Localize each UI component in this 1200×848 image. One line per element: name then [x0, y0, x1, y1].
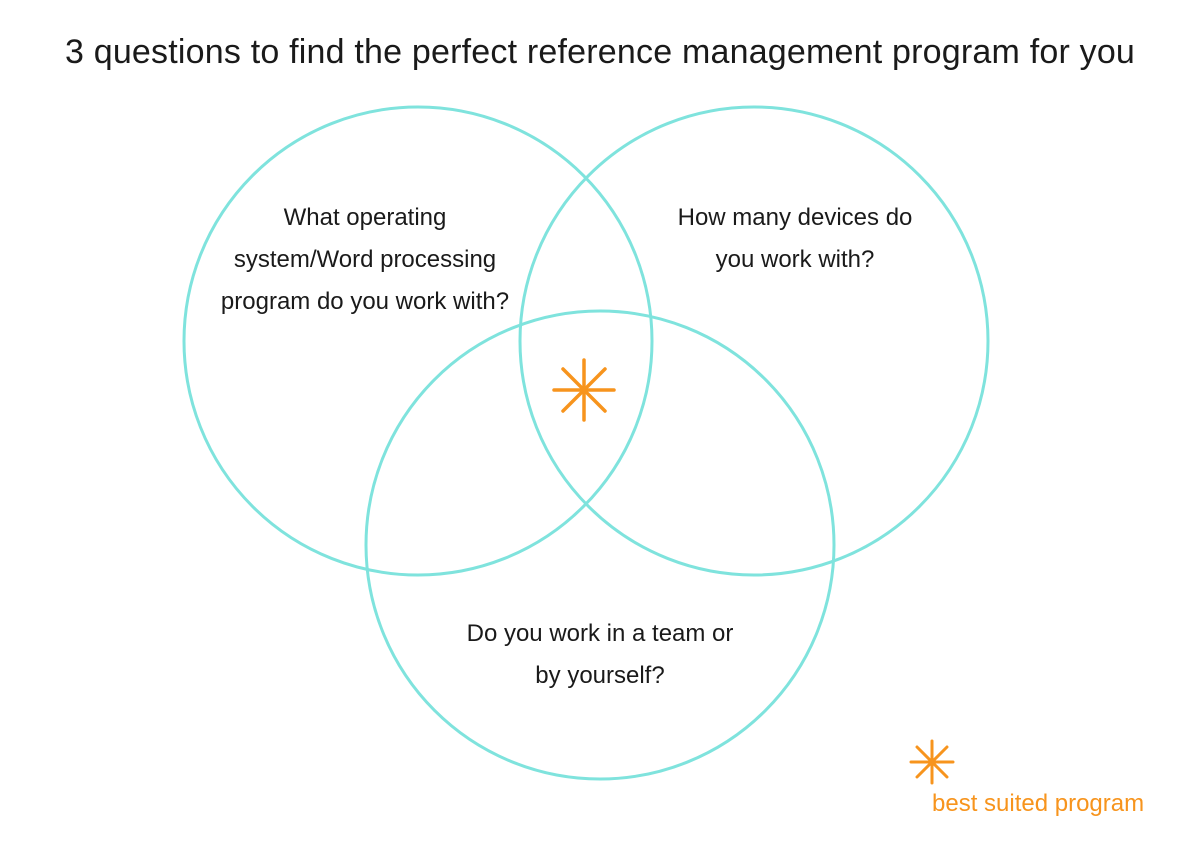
circle-bottom — [364, 309, 836, 781]
page-title: 3 questions to find the perfect referenc… — [64, 33, 1136, 71]
question-line: system/Word processing — [233, 246, 497, 273]
question-bottom: Do you work in a team or by yourself? — [425, 613, 775, 697]
question-line: program do you work with? — [220, 288, 510, 315]
question-line: What operating — [283, 204, 447, 231]
asterisk-icon — [552, 358, 616, 422]
question-line: you work with? — [715, 246, 875, 273]
question-line: Do you work in a team or — [466, 620, 734, 647]
legend-label: best suited program — [932, 790, 1145, 817]
asterisk-icon — [909, 739, 955, 785]
circle-right — [518, 105, 990, 577]
question-left: What operating system/Word processing pr… — [190, 197, 540, 323]
question-right: How many devices do you work with? — [620, 197, 970, 281]
circle-left — [182, 105, 654, 577]
question-line: How many devices do — [677, 204, 913, 231]
question-line: by yourself? — [535, 662, 665, 689]
